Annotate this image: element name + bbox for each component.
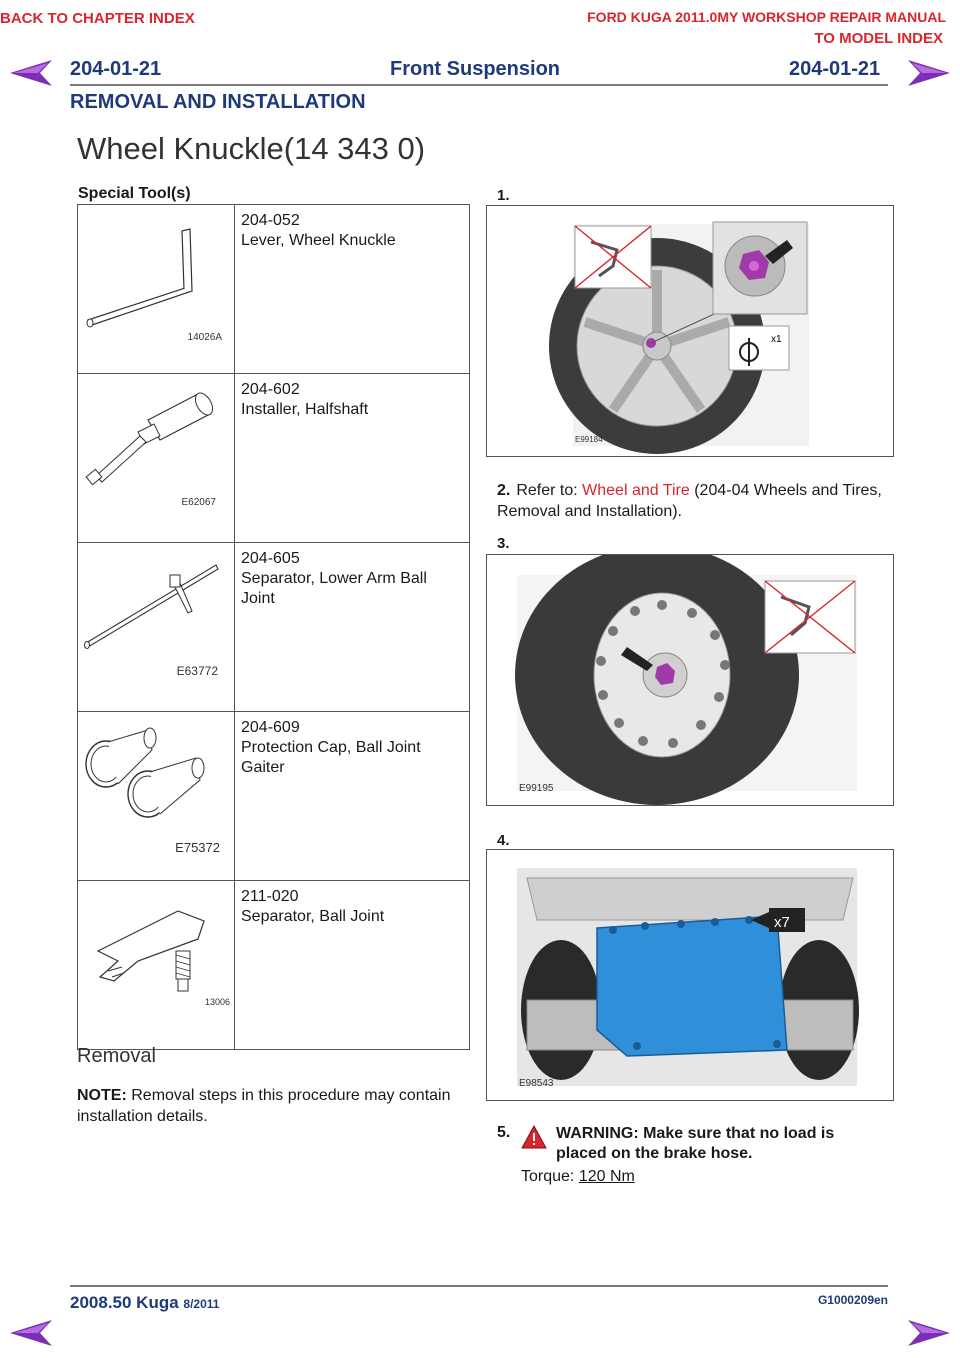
step-5-warning: WARNING: Make sure that no load is place… [556, 1125, 835, 1162]
step-4-badge: x7 [774, 914, 790, 931]
tool-number: 204-052 [241, 212, 300, 229]
tool-row: 14026A 204-052 Lever, Wheel Knuckle [77, 204, 470, 374]
step-4-number: 4. [497, 832, 510, 849]
page-code-right: 204-01-21 [789, 58, 881, 80]
tool-description: 204-609 Protection Cap, Ball Joint Gaite… [234, 711, 470, 881]
lower-arm-ball-joint-separator-drawing [84, 564, 219, 649]
tool-row: E75372 204-609 Protection Cap, Ball Join… [77, 711, 470, 881]
step-5-torque: Torque: 120 Nm [521, 1166, 635, 1187]
note-text: Removal steps in this procedure may cont… [77, 1087, 451, 1125]
torque-value: 120 Nm [578, 1168, 635, 1185]
tool-number: 204-609 [241, 719, 300, 736]
tool-number: 211-020 [241, 888, 299, 905]
footer-date: 8/2011 [183, 1297, 220, 1311]
step-1-badge: x1 [771, 334, 782, 345]
header-rule [70, 84, 888, 86]
tool-row: E63772 204-605 Separator, Lower Arm Ball… [77, 542, 470, 712]
special-tools-table: 14026A 204-052 Lever, Wheel Knuckle E620… [77, 204, 470, 1050]
tool-name: Separator, Lower Arm Ball Joint [241, 570, 427, 607]
tool-image-code: E62067 [181, 497, 216, 508]
tool-name: Separator, Ball Joint [241, 908, 385, 925]
previous-page-arrow-icon[interactable] [10, 1320, 52, 1346]
tool-image-code: 14026A [187, 332, 222, 343]
removal-note: NOTE: Removal steps in this procedure ma… [77, 1085, 457, 1127]
tool-image-code: 13006 [204, 997, 230, 1007]
step-2-prefix: Refer to: [516, 482, 583, 499]
underbody-shield-illustration: x7 E98543 [517, 868, 859, 1089]
tool-description: 204-605 Separator, Lower Arm Ball Joint [234, 542, 470, 712]
wheel-knuckle-lever-drawing [86, 228, 194, 328]
halfshaft-installer-drawing [85, 392, 214, 486]
footer-model-name: 2008.50 Kuga [70, 1293, 179, 1312]
tool-name: Protection Cap, Ball Joint Gaiter [241, 739, 421, 776]
step-1-figure: x1 E99184 [486, 205, 894, 457]
torque-label: Torque: [521, 1168, 579, 1185]
warning-triangle-icon [521, 1125, 547, 1149]
tool-description: 204-052 Lever, Wheel Knuckle [234, 204, 470, 374]
page-code-left: 204-01-21 [70, 58, 162, 80]
tool-name: Lever, Wheel Knuckle [241, 232, 396, 249]
tool-image-cell: E75372 [77, 711, 235, 881]
step-4-figure-code: E98543 [519, 1078, 554, 1089]
tool-description: 204-602 Installer, Halfshaft [234, 373, 470, 543]
steel-wheel-illustration: E99195 [515, 545, 857, 805]
tool-row: 13006 211-020 Separator, Ball Joint [77, 880, 470, 1050]
tool-image-cell: 13006 [77, 880, 235, 1050]
tool-image-cell: E63772 [77, 542, 235, 712]
previous-page-arrow-icon[interactable] [10, 60, 52, 86]
footer-rule [70, 1285, 888, 1287]
step-2-number: 2. [497, 482, 511, 499]
step-5-number: 5. [497, 1124, 511, 1141]
step-2: 2. Refer to: Wheel and Tire (204-04 Wheel… [497, 480, 887, 522]
tool-row: E62067 204-602 Installer, Halfshaft [77, 373, 470, 543]
page-title: Wheel Knuckle(14 343 0) [77, 131, 426, 166]
tool-number: 204-605 [241, 550, 300, 567]
step-1-number: 1. [497, 187, 510, 204]
tool-description: 211-020 Separator, Ball Joint [234, 880, 470, 1050]
step-2-suffix: (204-04 Wheels and Tires, Removal and In… [497, 482, 882, 520]
step-3-figure: E99195 [486, 545, 894, 806]
tool-number: 204-602 [241, 381, 300, 398]
wheel-trim-illustration: x1 E99184 [549, 221, 809, 454]
ball-joint-gaiter-caps-drawing [85, 727, 205, 818]
tool-name: Installer, Halfshaft [241, 401, 369, 418]
wheel-and-tire-link[interactable]: Wheel and Tire [582, 482, 690, 499]
step-4-figure: x7 E98543 [486, 849, 894, 1101]
step-1-figure-code: E99184 [575, 435, 603, 444]
next-page-arrow-icon[interactable] [908, 60, 950, 86]
special-tools-heading: Special Tool(s) [78, 185, 191, 202]
section-title: Front Suspension [390, 58, 560, 80]
ball-joint-separator-drawing [96, 910, 205, 992]
footer-model: 2008.50 Kuga 8/2011 [70, 1293, 219, 1313]
next-page-arrow-icon[interactable] [908, 1320, 950, 1346]
tool-image-code: E63772 [176, 664, 218, 678]
footer-doc-code: G1000209en [817, 1293, 888, 1307]
to-model-index-link[interactable]: TO MODEL INDEX [814, 30, 943, 47]
removal-heading: Removal [77, 1045, 156, 1067]
step-3-figure-code: E99195 [519, 783, 554, 794]
back-to-chapter-index-link[interactable]: BACK TO CHAPTER INDEX [0, 10, 195, 27]
tool-image-cell: E62067 [77, 373, 235, 543]
tool-image-code: E75372 [175, 840, 220, 855]
manual-title: FORD KUGA 2011.0MY WORKSHOP REPAIR MANUA… [587, 9, 946, 25]
procedure-type: REMOVAL AND INSTALLATION [70, 91, 366, 113]
step-3-number: 3. [497, 535, 510, 552]
tool-image-cell: 14026A [77, 204, 235, 374]
note-label: NOTE: [77, 1087, 127, 1104]
